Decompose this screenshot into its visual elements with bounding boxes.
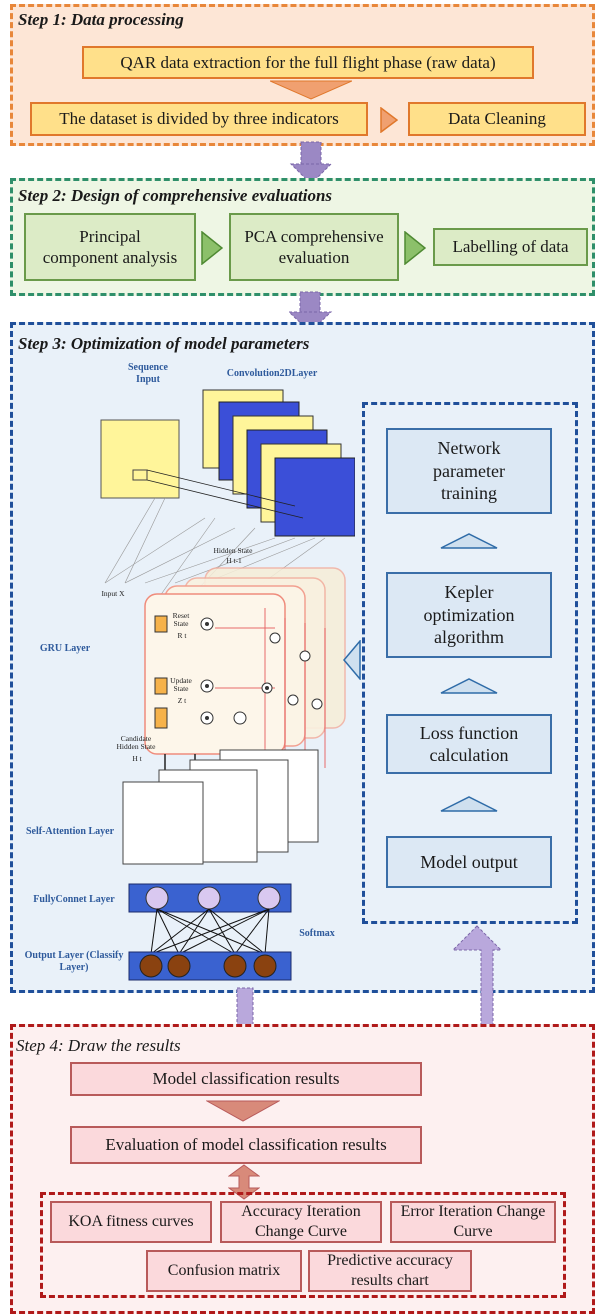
up-arrow-icon: [440, 796, 498, 812]
confusion-matrix-box: Confusion matrix: [146, 1250, 302, 1292]
step3-title: Step 3: Optimization of model parameters: [18, 334, 310, 353]
reset-state-sub: R t: [177, 631, 187, 640]
hidden-state-label: Hidden State: [213, 546, 253, 555]
kepler-optimization-box: Kepler optimization algorithm: [386, 572, 552, 658]
evaluation-box: Evaluation of model classification resul…: [70, 1126, 422, 1164]
data-cleaning-box: Data Cleaning: [408, 102, 586, 136]
qar-extraction-box: QAR data extraction for the full flight …: [82, 46, 534, 79]
fully-connect-label: FullyConnet Layer: [33, 894, 115, 905]
network-training-box: Network parameter training: [386, 428, 552, 514]
down-arrow-icon: [270, 80, 352, 100]
down-arrow-icon: [206, 1100, 280, 1122]
self-attention-label: Self-Attention Layer: [25, 826, 115, 837]
step4-title: Step 4: Draw the results: [16, 1036, 181, 1055]
dataset-divide-box: The dataset is divided by three indicato…: [30, 102, 368, 136]
optimization-pipeline-panel: [362, 402, 578, 924]
results-charts-panel: [40, 1192, 566, 1298]
loss-function-box: Loss function calculation: [386, 714, 552, 774]
accuracy-curve-box: Accuracy Iteration Change Curve: [220, 1201, 382, 1243]
conv-layer-label: Convolution2DLayer: [226, 368, 318, 379]
step2-title: Step 2: Design of comprehensive evaluati…: [18, 186, 333, 205]
left-arrow-icon: [343, 640, 361, 680]
network-diagram: [100, 389, 355, 981]
pca-evaluation-box: PCA comprehensive evaluation: [229, 213, 399, 281]
input-x-label: Input X: [101, 589, 125, 598]
model-output-box: Model output: [386, 836, 552, 888]
koa-fitness-box: KOA fitness curves: [50, 1201, 212, 1243]
classification-results-box: Model classification results: [70, 1062, 422, 1096]
step1-title: Step 1: Data processing: [18, 10, 184, 29]
gru-layer-label: GRU Layer: [39, 643, 91, 654]
candidate-state-label: Candidate Hidden State: [116, 734, 156, 752]
update-state-sub: Z t: [177, 696, 187, 705]
right-arrow-icon: [404, 231, 426, 265]
up-arrow-icon: [440, 678, 498, 694]
double-arrow-icon: [228, 1164, 260, 1200]
sequence-input-label: Sequence Input: [128, 362, 168, 385]
update-state-label: Update State: [170, 676, 192, 694]
right-arrow-icon: [201, 231, 223, 265]
labelling-box: Labelling of data: [433, 228, 588, 266]
up-arrow-icon: [440, 533, 498, 549]
softmax-label: Softmax: [299, 928, 335, 939]
right-arrow-icon: [380, 107, 398, 133]
reset-state-label: Reset State: [172, 611, 190, 629]
pca-box: Principal component analysis: [24, 213, 196, 281]
output-layer-label: Output Layer (Classify Layer): [24, 950, 124, 973]
predictive-accuracy-box: Predictive accuracy results chart: [308, 1250, 472, 1292]
hidden-state-sub: H t-1: [226, 556, 242, 565]
error-curve-box: Error Iteration Change Curve: [390, 1201, 556, 1243]
candidate-state-sub: H t: [132, 754, 142, 763]
down-connector-icon: [289, 141, 333, 185]
